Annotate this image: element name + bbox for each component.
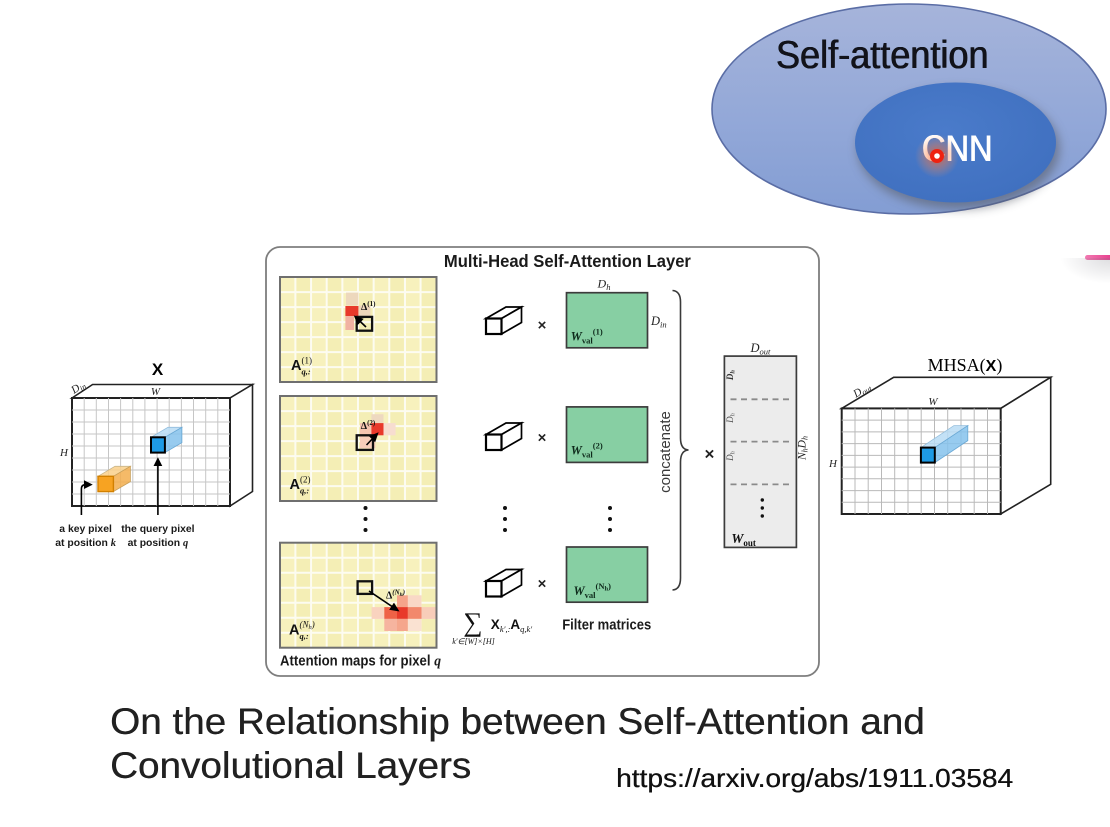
- svg-text:Dh: Dh: [725, 370, 737, 382]
- svg-text:k′∈[W]×[H]: k′∈[W]×[H]: [452, 637, 495, 646]
- svg-text:H: H: [59, 447, 69, 459]
- svg-text:X: X: [152, 360, 164, 379]
- svg-text:A(Nh): A(Nh): [289, 620, 315, 639]
- svg-text:W: W: [928, 396, 938, 408]
- svg-text:MHSA(X): MHSA(X): [928, 355, 1003, 376]
- svg-text:Xk′,:Aq,k′: Xk′,:Aq,k′: [491, 617, 533, 634]
- svg-text:Filter matrices: Filter matrices: [562, 618, 651, 634]
- svg-text:at position k: at position k: [55, 538, 116, 549]
- svg-text:q,:: q,:: [300, 631, 309, 641]
- svg-text:×: ×: [538, 317, 547, 334]
- svg-text:A(2): A(2): [290, 475, 311, 494]
- svg-text:H: H: [828, 458, 838, 470]
- svg-text:Attention maps for pixel q: Attention maps for pixel q: [280, 654, 441, 670]
- svg-text:Multi-Head Self-Attention Laye: Multi-Head Self-Attention Layer: [444, 251, 691, 271]
- svg-text:×: ×: [538, 576, 547, 593]
- svg-text:q,:: q,:: [302, 367, 311, 377]
- svg-text:∑: ∑: [463, 607, 482, 637]
- svg-text:a key pixel: a key pixel: [59, 524, 112, 535]
- svg-text:×: ×: [538, 430, 547, 447]
- svg-text:A(1): A(1): [291, 356, 312, 375]
- svg-text:concatenate: concatenate: [657, 411, 674, 493]
- svg-text:the query pixel: the query pixel: [121, 524, 194, 535]
- svg-text:W: W: [151, 386, 161, 398]
- svg-text:NhDh: NhDh: [797, 436, 810, 461]
- svg-text:×: ×: [705, 445, 715, 464]
- svg-text:Dh: Dh: [725, 413, 737, 424]
- svg-text:at position q: at position q: [128, 538, 189, 549]
- svg-text:Dh: Dh: [725, 451, 737, 462]
- svg-text:q,:: q,:: [300, 486, 309, 496]
